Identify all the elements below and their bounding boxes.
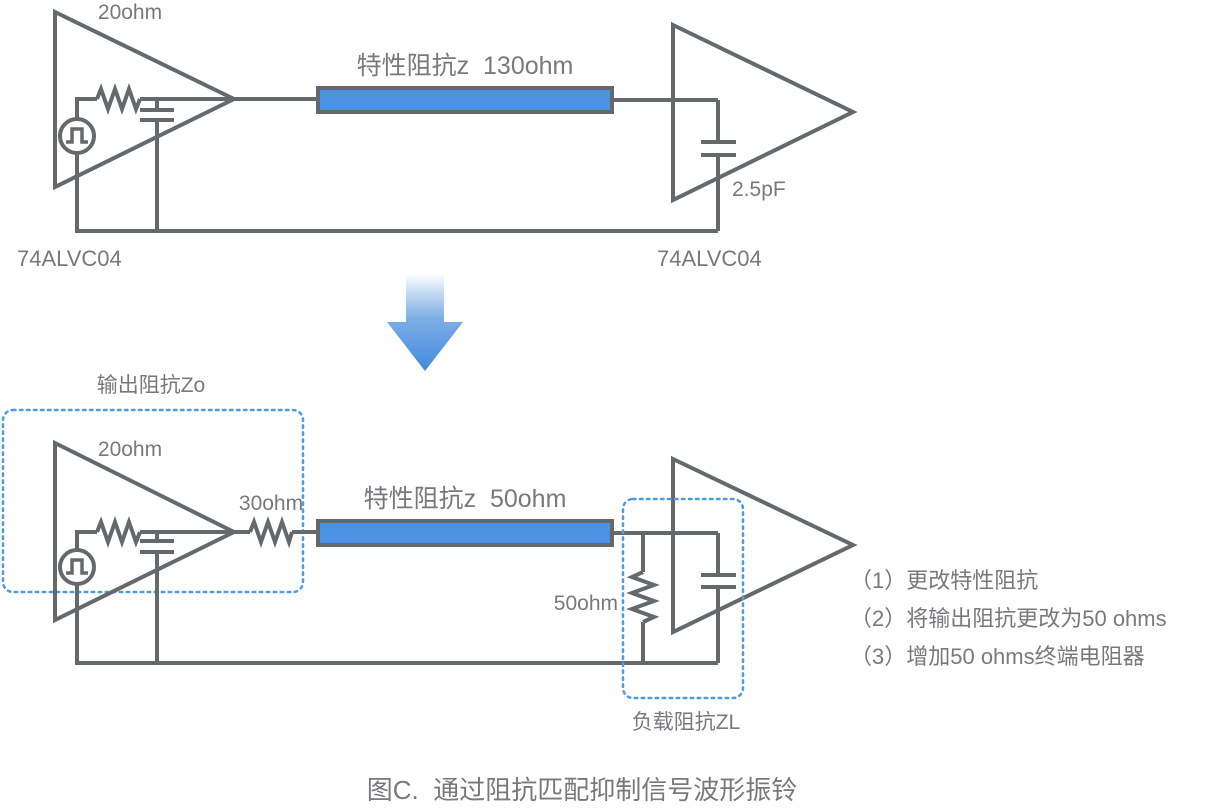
- transmission-line-label: 特性阻抗z 130ohm: [357, 52, 574, 80]
- wires: [75, 97, 720, 233]
- top-circuit: 20ohm 特性阻抗z 130ohm 2.5pF 74ALVC04 74A: [17, 1, 858, 271]
- caption: 图C. 通过阻抗匹配抑制信号波形振铃: [367, 775, 797, 805]
- driver-impedance-label: 20ohm: [98, 438, 162, 461]
- driver-impedance-label: 20ohm: [98, 1, 162, 24]
- receiver-gate-symbol: [671, 21, 858, 204]
- load-capacitor-symbol: [701, 573, 736, 589]
- termination-resistor-label: 50ohm: [554, 592, 618, 615]
- note-3: （3）增加50 ohms终端电阻器: [850, 644, 1145, 669]
- load-impedance-box: [621, 497, 745, 700]
- pulse-source-icon: [58, 548, 96, 586]
- down-arrow-icon: [387, 274, 463, 371]
- series-resistor-symbol: [248, 515, 294, 549]
- series-resistor-label: 30ohm: [239, 492, 303, 515]
- wires: [75, 530, 720, 665]
- driver-gate-symbol: [53, 8, 239, 191]
- source-resistor-symbol: [95, 82, 142, 116]
- note-1: （1）更改特性阻抗: [850, 568, 1038, 593]
- load-impedance-box-label: 负载阻抗ZL: [632, 711, 741, 734]
- transmission-line-label: 特性阻抗z 50ohm: [364, 485, 567, 513]
- pulse-source-icon: [58, 117, 96, 155]
- notes: （1）更改特性阻抗 （2）将输出阻抗更改为50 ohms （3）增加50 ohm…: [850, 568, 1167, 669]
- load-capacitance-label: 2.5pF: [732, 178, 786, 201]
- receiver-part-label: 74ALVC04: [657, 246, 762, 271]
- termination-resistor-symbol: [626, 570, 660, 624]
- driver-capacitor-symbol: [140, 108, 174, 122]
- source-resistor-symbol: [95, 515, 142, 549]
- driver-part-label: 74ALVC04: [17, 246, 122, 271]
- bottom-circuit: 输出阻抗Zo 20ohm 30ohm 特性阻抗z 50ohm: [1, 374, 858, 734]
- note-2: （2）将输出阻抗更改为50 ohms: [850, 606, 1167, 631]
- transmission-line: [316, 519, 614, 547]
- load-capacitor-symbol: [701, 140, 736, 157]
- output-impedance-box: [1, 408, 305, 594]
- transmission-line: [316, 86, 614, 114]
- output-impedance-box-label: 输出阻抗Zo: [97, 374, 206, 397]
- receiver-gate-symbol: [671, 455, 858, 636]
- driver-gate-symbol: [53, 439, 239, 624]
- driver-capacitor-symbol: [140, 539, 174, 554]
